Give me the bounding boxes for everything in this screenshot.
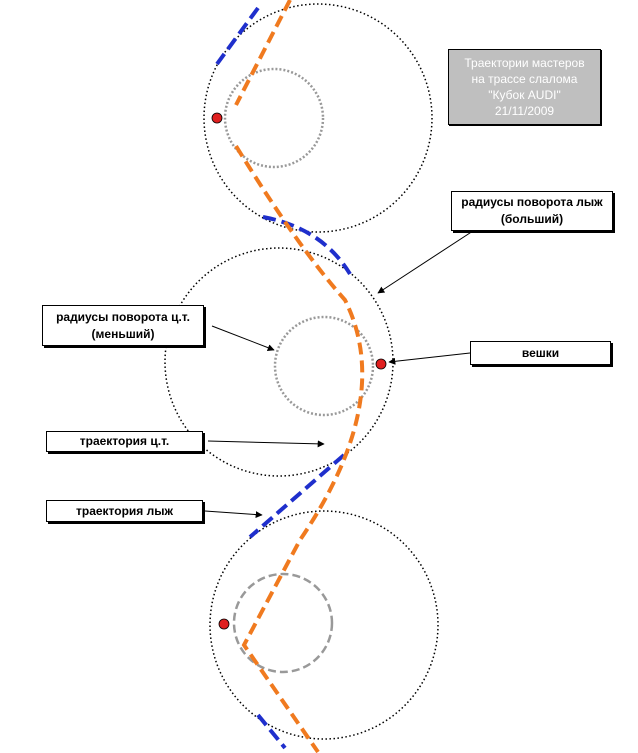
inner-circle-top xyxy=(223,67,325,169)
outer-circle-top xyxy=(203,3,433,233)
label-ski-radius-line-1: радиусы поворота лыж xyxy=(461,195,603,209)
label-cg-path: траектория ц.т. xyxy=(46,431,203,452)
label-cg-radius-line-2: (меньший) xyxy=(91,326,155,341)
cg-trajectory xyxy=(234,0,365,753)
title-line-2: на трассе слалома xyxy=(471,72,578,86)
arrow-gates xyxy=(388,352,471,365)
gate-marker-middle xyxy=(375,358,387,370)
label-cg-radius-line-1: радиусы поворота ц.т. xyxy=(56,309,190,324)
arrow-cg-radius xyxy=(211,325,275,351)
gate-marker-bottom xyxy=(218,618,230,630)
label-cg-radius: радиусы поворота ц.т. (меньший) xyxy=(42,305,204,346)
label-ski-radius: радиусы поворота лыж (больший) xyxy=(451,191,613,231)
outer-circle-bottom xyxy=(209,510,439,740)
arrow-ski-path xyxy=(204,510,263,519)
title-box: Траектории мастеров на трассе слалома "К… xyxy=(448,49,601,125)
title-line-3: "Кубок AUDI" xyxy=(488,88,561,102)
inner-circle-middle xyxy=(273,315,375,417)
label-ski-path-text: траектория лыж xyxy=(75,503,174,518)
title-line-1: Траектории мастеров xyxy=(464,56,585,70)
gate-marker-top xyxy=(211,112,223,124)
arrow-cg-path xyxy=(207,440,325,448)
label-cg-path-text: траектория ц.т. xyxy=(79,434,170,448)
title-line-4: 21/11/2009 xyxy=(494,104,555,118)
inner-circle-bottom xyxy=(232,572,334,674)
label-ski-path: траектория лыж xyxy=(46,500,203,522)
arrow-ski-radius xyxy=(377,228,477,294)
label-gates-text: вешки xyxy=(521,345,560,360)
label-ski-radius-line-2: (больший) xyxy=(500,212,564,226)
label-gates: вешки xyxy=(470,341,611,365)
